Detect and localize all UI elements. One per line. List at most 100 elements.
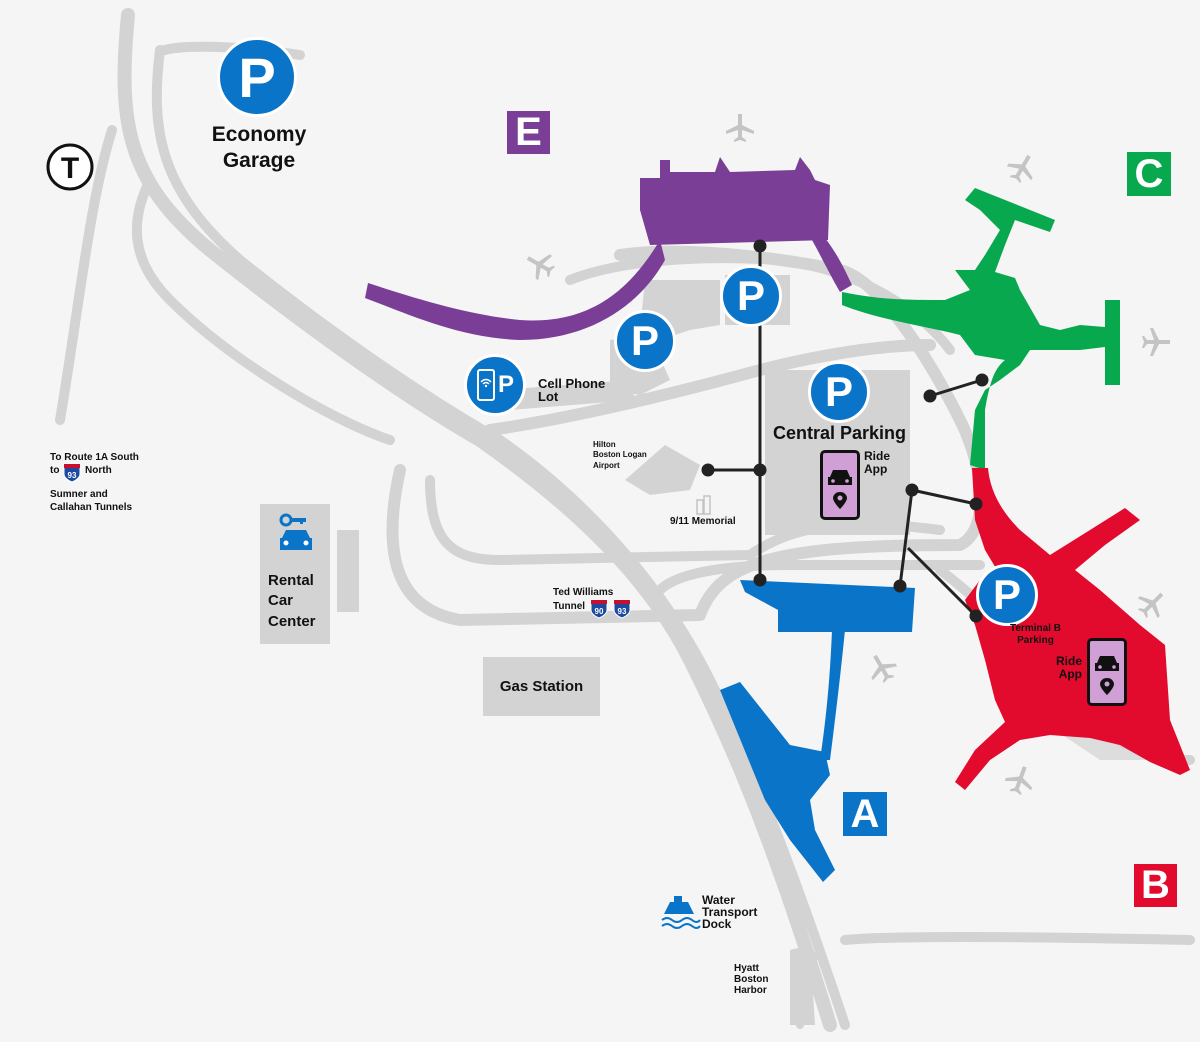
route-line1: To Route 1A South bbox=[50, 452, 139, 463]
airplane-icon bbox=[1004, 766, 1033, 796]
gas-station-label: Gas Station bbox=[499, 677, 584, 695]
economy-line2: Garage bbox=[222, 149, 296, 173]
water-transport-label: Water Transport Dock bbox=[702, 894, 757, 930]
ted-line2: Tunnel bbox=[553, 600, 586, 612]
rental-car-center-building bbox=[260, 504, 330, 644]
phone-wifi-icon bbox=[477, 369, 495, 401]
tb-line2: Parking bbox=[1017, 634, 1054, 646]
ted-williams-label: Ted Williams Tunnel bbox=[553, 586, 613, 613]
route-line2-suffix: North bbox=[85, 464, 112, 476]
memorial-label: 9/11 Memorial bbox=[670, 516, 736, 527]
lower-road bbox=[655, 560, 985, 595]
west-road bbox=[55, 125, 117, 425]
tunnels-line1: Sumner and bbox=[50, 489, 108, 500]
hyatt-line1: Hyatt bbox=[734, 963, 760, 974]
ride-line1: Ride bbox=[1056, 654, 1083, 668]
airplane-icon bbox=[1142, 328, 1170, 356]
i90-number: 90 bbox=[595, 607, 604, 616]
rental-line1: Rental bbox=[268, 572, 314, 589]
central-parking-icon[interactable]: P bbox=[808, 361, 870, 423]
parking-letter: P bbox=[992, 571, 1021, 618]
memorial-icon bbox=[696, 495, 711, 515]
ride-app-terminal-b-icon[interactable] bbox=[1087, 638, 1127, 706]
parking-letter: P bbox=[824, 368, 853, 415]
t-station-letter: T bbox=[61, 152, 79, 185]
rental-car-annex bbox=[337, 530, 359, 612]
airplane-icon bbox=[871, 654, 898, 684]
cell-phone-lot-label: Cell Phone Lot bbox=[538, 377, 605, 403]
hyatt-label: Hyatt Boston Harbor bbox=[734, 963, 768, 996]
terminal-e-letter: E bbox=[515, 110, 542, 154]
central-parking-label: Central Parking bbox=[773, 423, 907, 443]
hyatt-line2: Boston bbox=[734, 974, 769, 985]
ted-line1: Ted Williams bbox=[553, 587, 614, 598]
cell-phone-lot-icon[interactable]: P bbox=[464, 354, 526, 416]
hilton-line1: Hilton bbox=[593, 440, 616, 449]
ferry-icon bbox=[661, 896, 701, 929]
cell-phone-lot-road bbox=[500, 380, 635, 410]
west-loop bbox=[131, 175, 395, 445]
interstate-shield-icon: 93 bbox=[613, 599, 631, 619]
car-icon bbox=[1095, 656, 1119, 695]
t-station-icon: T bbox=[46, 143, 94, 191]
tb-line1: Terminal B bbox=[1010, 623, 1061, 634]
terminal-e-badge[interactable]: E bbox=[507, 110, 550, 154]
economy-line1: Economy bbox=[211, 123, 307, 146]
hilton-line3: Airport bbox=[593, 460, 620, 470]
terminal-a-shape bbox=[720, 580, 915, 882]
interstate-shield-icon: 90 bbox=[590, 599, 608, 619]
terminal-c-letter: C bbox=[1134, 151, 1164, 196]
cell-line2: Lot bbox=[538, 389, 559, 404]
south-road bbox=[840, 931, 1195, 945]
ride-app-central-label: Ride App bbox=[864, 450, 890, 475]
hilton-label: Hilton Boston Logan Airport bbox=[593, 440, 647, 471]
i93-number: 93 bbox=[618, 607, 627, 616]
economy-garage-parking-icon[interactable]: P bbox=[217, 37, 297, 117]
route-line2: to North bbox=[50, 465, 139, 478]
walkways bbox=[701, 239, 989, 623]
ride-line2: App bbox=[1058, 667, 1083, 682]
parking-letter: P bbox=[238, 45, 276, 109]
tunnels-line2: Callahan Tunnels bbox=[50, 501, 133, 513]
route-line2-prefix: to bbox=[50, 464, 60, 476]
terminal-b-letter: B bbox=[1141, 863, 1170, 907]
terminal-c-badge[interactable]: C bbox=[1127, 152, 1171, 196]
water-line2: Transport bbox=[702, 905, 758, 919]
parking-letter: P bbox=[498, 371, 515, 398]
airplane-icon bbox=[726, 114, 754, 142]
ride-app-central-icon[interactable] bbox=[820, 450, 860, 520]
terminal-b-parking-label: Terminal B Parking bbox=[1010, 623, 1061, 646]
ride-line1: Ride bbox=[864, 449, 891, 463]
terminal-b-parking-icon[interactable]: P bbox=[976, 564, 1038, 626]
hilton-line2: Boston Logan bbox=[593, 450, 647, 460]
west-garage-parking-icon[interactable]: P bbox=[614, 310, 676, 372]
airplane-icon bbox=[526, 254, 556, 281]
rental-line3: Center bbox=[268, 612, 316, 630]
hyatt-building bbox=[790, 945, 815, 1025]
highway-road-inner bbox=[151, 45, 850, 1030]
airplane-icon bbox=[1006, 154, 1033, 184]
interstate-shield-icon: 93 bbox=[63, 463, 81, 483]
cell-line1: Cell Phone bbox=[538, 376, 606, 391]
terminal-b-badge[interactable]: B bbox=[1134, 863, 1177, 907]
economy-garage-label: Economy Garage bbox=[200, 122, 318, 175]
terminal-e-shape bbox=[365, 157, 852, 340]
terminal-a-letter: A bbox=[850, 791, 880, 836]
water-line3: Dock bbox=[702, 917, 732, 931]
car-icon bbox=[276, 512, 316, 554]
water-line1: Water bbox=[702, 893, 735, 907]
ride-line2: App bbox=[864, 461, 888, 476]
terminal-e-parking-icon[interactable]: P bbox=[720, 265, 782, 327]
rental-car-label: Rental Car Center bbox=[268, 572, 316, 630]
i93-number: 93 bbox=[68, 471, 77, 480]
rental-line2: Car bbox=[268, 592, 294, 610]
parking-letter: P bbox=[630, 317, 659, 364]
highway-road bbox=[117, 8, 837, 1032]
central-road bbox=[484, 339, 936, 436]
hyatt-line3: Harbor bbox=[734, 985, 767, 996]
parking-letter: P bbox=[736, 272, 765, 319]
terminal-a-badge[interactable]: A bbox=[843, 792, 887, 836]
terminal-c-shape bbox=[842, 188, 1120, 470]
terminal-b-shape bbox=[955, 468, 1190, 790]
